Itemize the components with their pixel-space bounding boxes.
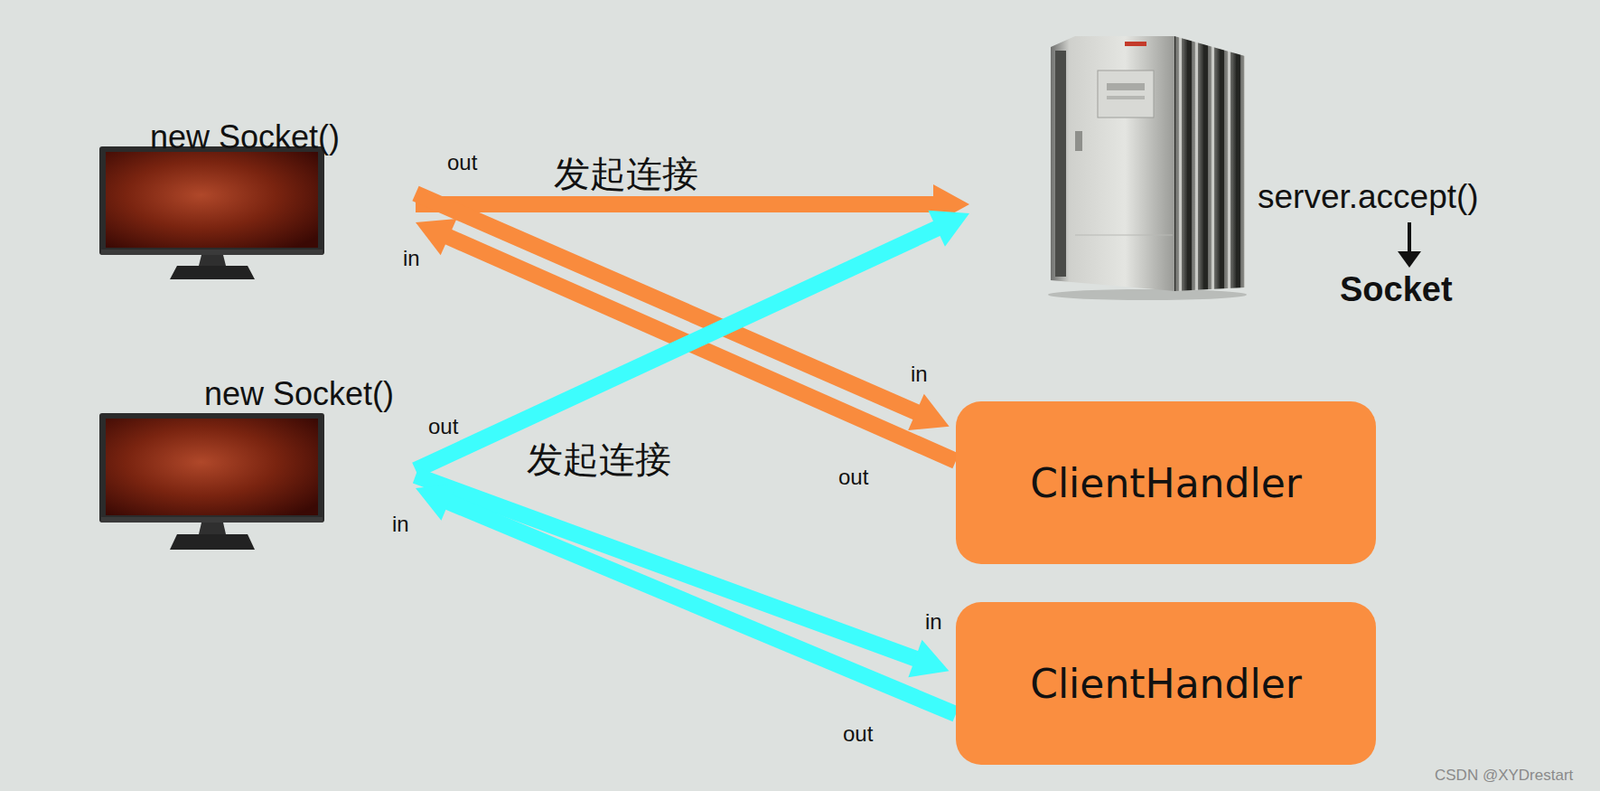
arrow-shaft [445,500,956,714]
stream-name: in [925,608,943,635]
arrow-shaft [415,475,919,660]
arrow-head [907,639,949,677]
arrow-head [927,210,970,247]
socket-result: Socket [1339,271,1453,309]
stream-name: out [428,413,459,440]
arrow-head [907,393,949,431]
client-computer: new Socket() [99,375,416,553]
connection-arrow [415,210,970,470]
stream-name: out [447,149,478,176]
connection-arrow [415,483,956,714]
client-handler-box: ClientHandler [955,601,1376,765]
client-handler-box: ClientHandler [955,401,1376,564]
stream-name: in [910,361,928,387]
arrow-head [415,218,457,255]
connection-arrow [415,475,949,677]
connection-label: 发起连接 [526,439,672,479]
stream-name: out [838,464,869,490]
arrow-shaft [415,193,920,413]
watermark: CSDN @XYDrestart [1434,766,1573,785]
handler-name: ClientHandler [1029,459,1302,506]
connection-arrow [415,193,950,431]
socket-caption: new Socket() [204,375,394,412]
arrow-head [415,483,457,521]
arrow-shaft [415,196,937,213]
monitor-picture [99,146,325,280]
arrow-shaft [415,226,940,470]
client-computer: new Socket() [99,117,416,282]
server-machine: server.accept() Socket [969,36,1557,317]
server-tower [1047,36,1247,300]
stream-name: in [392,511,410,537]
socket-caption: new Socket() [149,119,340,156]
accept-call: server.accept() [1257,178,1479,216]
handler-name: ClientHandler [1029,660,1302,707]
stream-name: out [842,720,873,747]
stream-name: in [402,245,421,272]
down-arrow [1397,222,1422,268]
monitor-picture [99,412,325,550]
connection-label: 发起连接 [553,153,699,194]
